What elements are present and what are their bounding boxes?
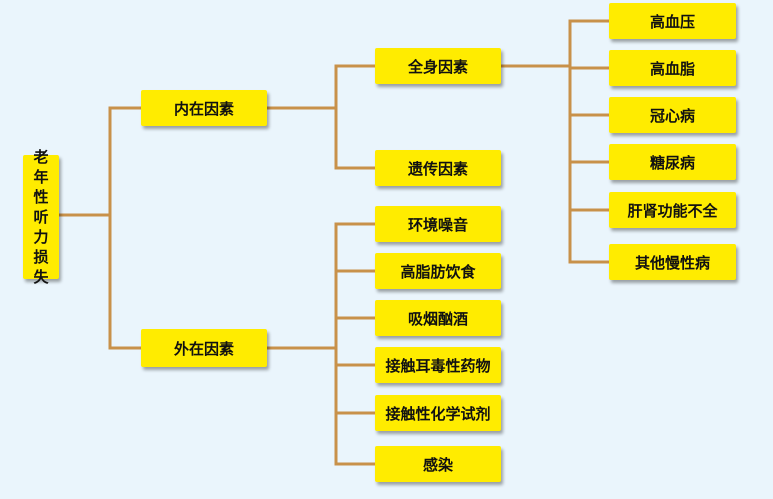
external-item-node: 接触耳毒性药物 bbox=[375, 347, 501, 383]
external-item-node: 环境噪音 bbox=[375, 206, 501, 242]
external-item-node: 感染 bbox=[375, 446, 501, 482]
disease-node: 肝肾功能不全 bbox=[609, 192, 736, 228]
external-item-node: 高脂肪饮食 bbox=[375, 253, 501, 289]
disease-node: 糖尿病 bbox=[609, 144, 736, 180]
internal-factors-node: 内在因素 bbox=[141, 90, 267, 126]
disease-node: 高血脂 bbox=[609, 50, 736, 86]
external-item-node: 接触性化学试剂 bbox=[375, 395, 501, 431]
whole-body-factors-node: 全身因素 bbox=[375, 48, 501, 84]
root-node: 老年性听力损失 bbox=[23, 148, 59, 286]
disease-node: 冠心病 bbox=[609, 97, 736, 133]
disease-node: 其他慢性病 bbox=[609, 244, 736, 280]
disease-node: 高血压 bbox=[609, 3, 736, 39]
genetic-factors-node: 遗传因素 bbox=[375, 150, 501, 186]
external-factors-node: 外在因素 bbox=[141, 329, 267, 367]
external-item-node: 吸烟酗酒 bbox=[375, 300, 501, 336]
